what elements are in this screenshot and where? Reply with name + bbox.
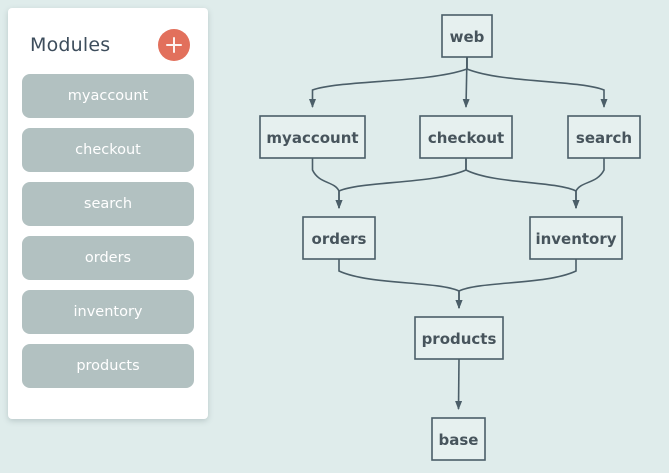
graph-node-myaccount[interactable]: myaccount [259,115,366,159]
graph-node-box[interactable] [441,14,493,58]
plus-icon-vertical [173,37,175,53]
graph-edge-search-to-inventory [572,158,605,209]
module-item-myaccount[interactable]: myaccount [22,74,194,118]
graph-edge-orders-to-products [338,259,463,309]
graph-node-box[interactable] [431,417,486,461]
module-item-label: products [76,358,140,374]
module-item-label: search [83,196,133,212]
module-item-orders[interactable]: orders [22,236,194,280]
graph-edge-checkout-to-inventory [465,158,580,209]
graph-node-box[interactable] [414,316,504,360]
graph-edge-inventory-to-products [455,259,577,309]
graph-node-box[interactable] [529,216,623,260]
module-item-label: inventory [73,304,143,320]
graph-node-label: products [422,330,497,348]
graph-edge-web-to-search [466,57,608,108]
graph-node-base[interactable]: base [431,417,486,461]
graph-node-label: base [439,431,479,449]
module-item-label: myaccount [67,88,149,104]
module-item-checkout[interactable]: checkout [22,128,194,172]
graph-node-label: checkout [428,129,504,147]
graph-node-layer: web myaccount checkout search orders inventor… [259,14,641,461]
graph-node-checkout[interactable]: checkout [419,115,513,159]
graph-node-orders[interactable]: orders [302,216,376,260]
dependency-graph-svg: web myaccount checkout search orders inventor… [259,14,641,461]
graph-node-web[interactable]: web [441,14,493,58]
graph-edge-layer [309,56,608,410]
graph-node-inventory[interactable]: inventory [529,216,623,260]
graph-edge-checkout-to-orders [335,158,467,209]
graph-node-box[interactable] [259,115,366,159]
add-module-button[interactable] [158,29,190,61]
module-list: myaccount checkout search orders invento… [22,74,194,388]
modules-panel-header: Modules [22,22,194,68]
graph-edge-products-to-base [455,358,463,410]
graph-edge-myaccount-to-orders [311,158,343,209]
graph-edge-web-to-myaccount [309,57,468,108]
page-title: Modules [30,34,111,56]
graph-node-box[interactable] [302,216,376,260]
graph-node-products[interactable]: products [414,316,504,360]
modules-panel: Modules myaccount checkout search orders… [8,8,208,419]
graph-node-search[interactable]: search [567,115,641,159]
module-item-search[interactable]: search [22,182,194,226]
module-item-products[interactable]: products [22,344,194,388]
graph-node-box[interactable] [567,115,641,159]
graph-node-label: inventory [535,230,616,248]
module-item-label: orders [84,250,132,266]
module-item-inventory[interactable]: inventory [22,290,194,334]
module-item-label: checkout [75,142,141,158]
graph-node-label: orders [312,230,367,248]
graph-node-box[interactable] [419,115,513,159]
graph-node-label: myaccount [266,129,358,147]
dependency-graph: web myaccount checkout search orders inventor… [215,0,669,473]
graph-node-label: search [576,129,632,147]
graph-node-label: web [450,28,485,46]
